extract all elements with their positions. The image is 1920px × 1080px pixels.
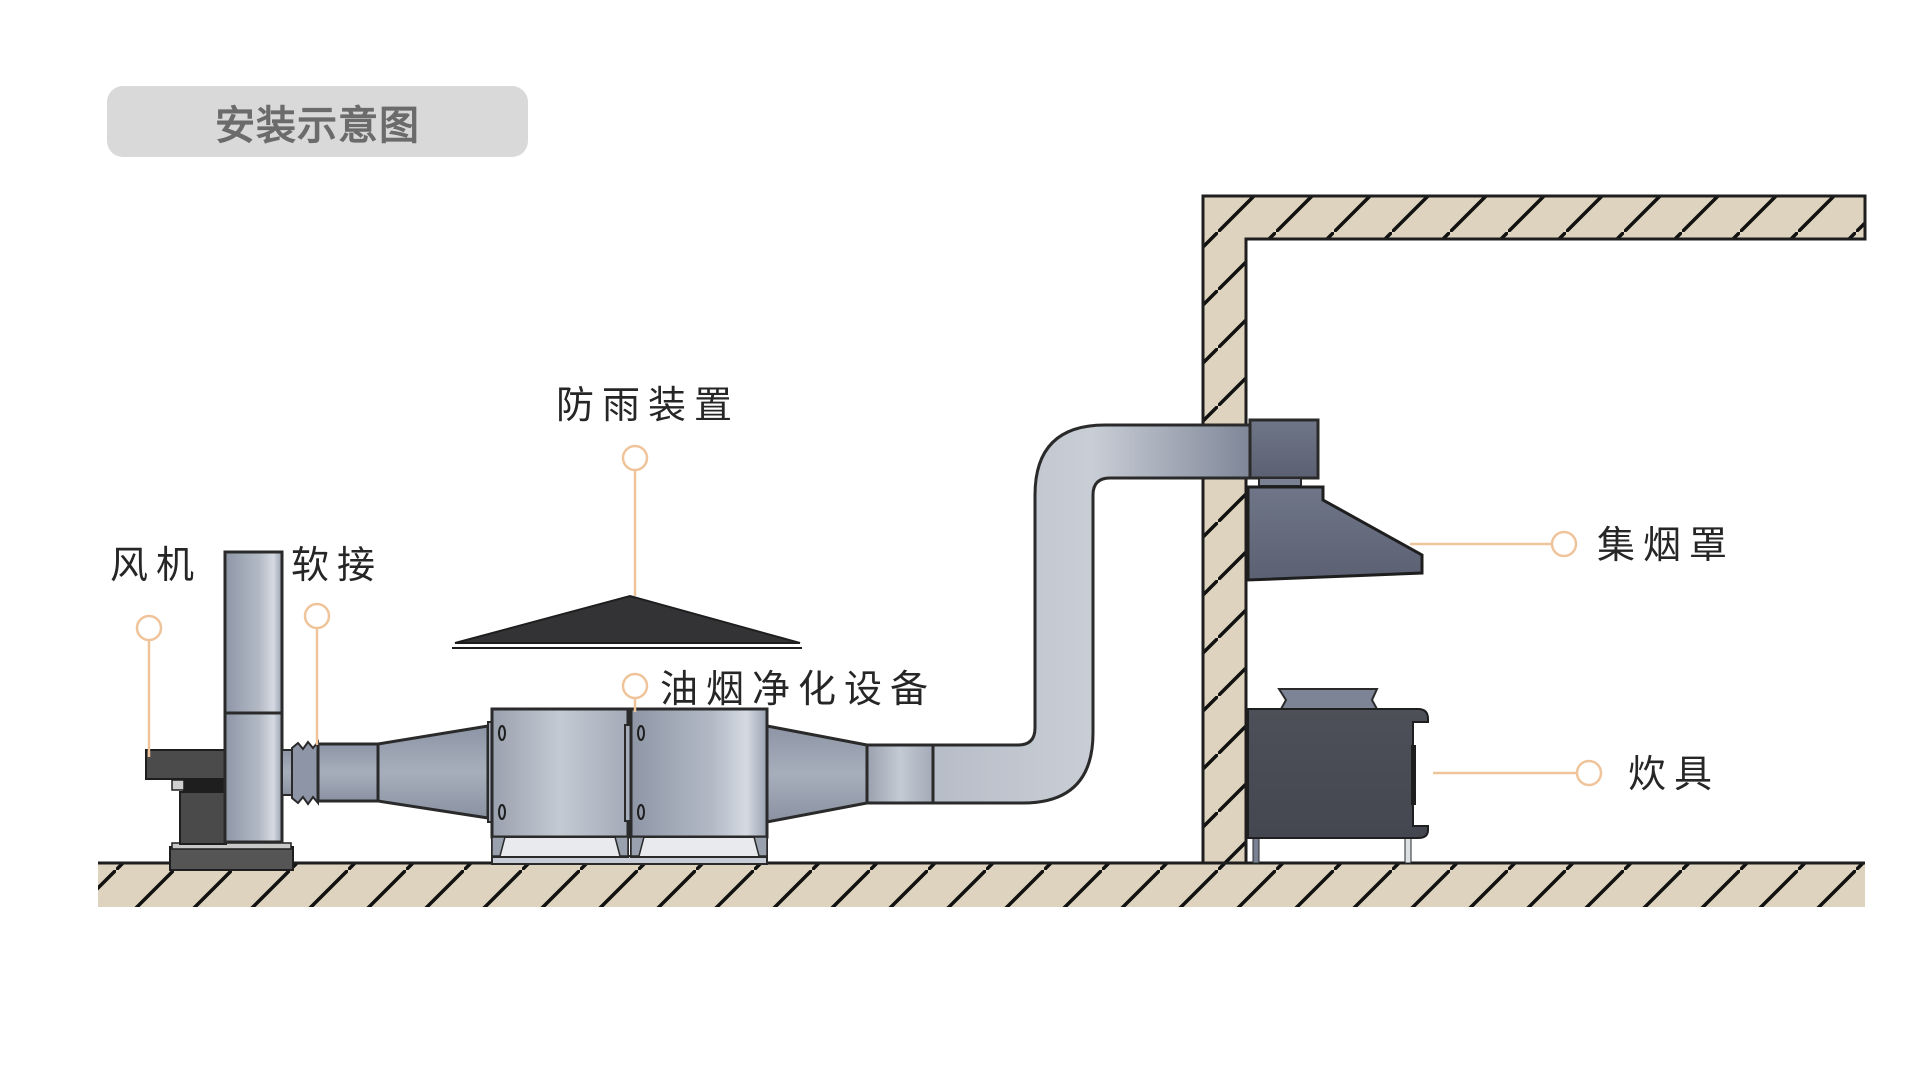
inlet-duct [316, 721, 496, 823]
smoke-hood [1246, 485, 1424, 582]
hood-leader-marker [1550, 530, 1578, 558]
outlet-duct [765, 418, 1320, 824]
stove-leader-marker [1575, 759, 1603, 787]
purifier-module-right [629, 707, 769, 858]
flex-leader-marker [303, 602, 331, 630]
label-purifier: 油烟净化设备 [660, 667, 937, 711]
flex-joint [281, 739, 319, 806]
purifier [490, 707, 769, 865]
purifier-leader-marker [621, 672, 649, 700]
wall [1201, 194, 1867, 865]
fan [145, 550, 294, 871]
title-badge: 安装示意图 [107, 86, 528, 157]
label-flex-joint: 软接 [291, 543, 384, 587]
rain-cover [452, 594, 802, 649]
label-hood: 集烟罩 [1597, 523, 1736, 567]
label-rain-cover: 防雨装置 [556, 383, 741, 427]
stove [1247, 688, 1429, 864]
page-title: 安装示意图 [215, 102, 420, 149]
purifier-module-left [490, 707, 630, 858]
label-fan: 风机 [110, 543, 203, 587]
fan-leader-marker [135, 614, 163, 642]
leader-lines [135, 444, 1603, 787]
rain-cover-leader-marker [621, 444, 649, 472]
label-stove: 炊具 [1628, 752, 1721, 796]
floor [98, 861, 1865, 907]
